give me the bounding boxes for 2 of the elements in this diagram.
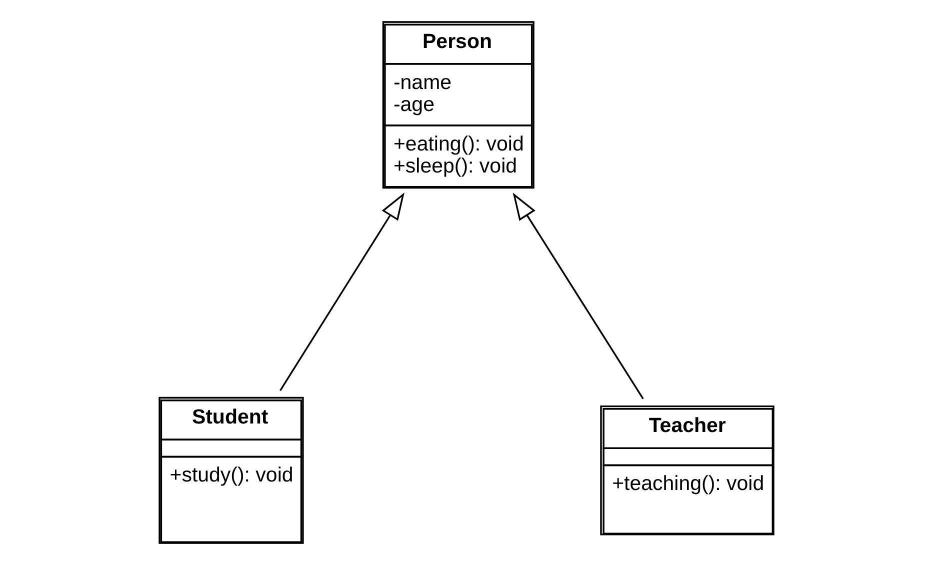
arrow xyxy=(280,192,404,391)
arrow xyxy=(512,192,644,400)
